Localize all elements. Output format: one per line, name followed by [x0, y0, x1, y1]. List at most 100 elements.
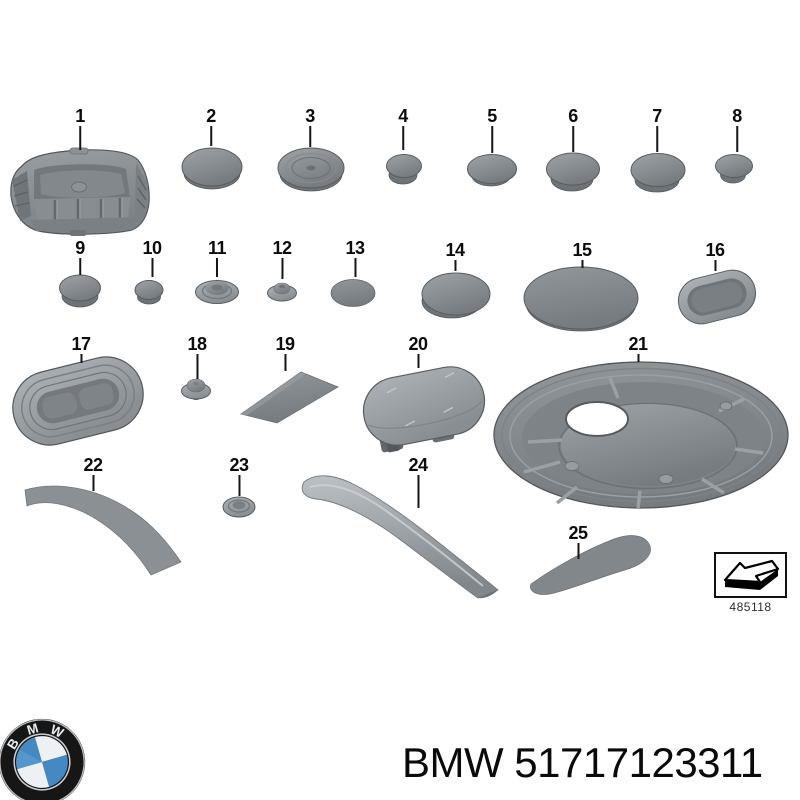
part-label-13: 13: [345, 238, 365, 258]
part-label-7: 7: [652, 106, 662, 126]
part-label-6: 6: [568, 106, 578, 126]
leader-line: [735, 126, 738, 152]
callout-24: 24: [408, 455, 428, 508]
part-label-25: 25: [568, 523, 588, 543]
part-4: [386, 154, 422, 185]
part-7: [630, 153, 686, 193]
callout-1: 1: [75, 106, 85, 150]
leader-line: [714, 260, 716, 271]
leader-line: [308, 126, 311, 147]
ref-code-text: 485118: [729, 600, 772, 614]
leader-line: [209, 126, 212, 146]
part-10: [134, 280, 164, 305]
part-14: [421, 272, 491, 319]
part-12: [267, 282, 297, 302]
callout-22: 22: [83, 455, 103, 491]
callout-4: 4: [398, 106, 408, 150]
callout-11: 11: [207, 238, 227, 277]
leader-line: [401, 126, 404, 150]
leader-line: [571, 126, 574, 152]
leader-line: [78, 258, 81, 275]
leader-line: [454, 260, 456, 271]
callout-5: 5: [487, 106, 497, 153]
callout-8: 8: [732, 106, 742, 152]
callout-10: 10: [142, 238, 162, 277]
part-label-19: 19: [275, 334, 295, 354]
part-label-12: 12: [272, 238, 292, 258]
part-9: [59, 274, 101, 308]
part-label-15: 15: [572, 240, 592, 260]
part-label-5: 5: [487, 106, 497, 126]
direction-arrow-icon: [723, 559, 779, 590]
callout-12: 12: [272, 238, 292, 279]
part-21: [493, 361, 789, 509]
part-label-22: 22: [83, 455, 103, 475]
leader-line: [284, 354, 286, 371]
part-label-2: 2: [206, 106, 216, 126]
leader-line: [577, 543, 579, 559]
part-1: [10, 147, 150, 236]
part-label-10: 10: [142, 238, 162, 258]
callout-17: 17: [71, 334, 91, 363]
leader-line: [417, 354, 419, 368]
logo-letter-m: M: [25, 720, 40, 737]
callout-16: 16: [705, 240, 725, 271]
part-label-20: 20: [408, 334, 428, 354]
part-24: [301, 475, 499, 599]
callout-25: 25: [568, 523, 588, 559]
bmw-logo: B M W: [0, 718, 86, 800]
part-18: [181, 378, 211, 400]
leader-line: [216, 258, 218, 277]
part-label-16: 16: [705, 240, 725, 260]
leader-line: [490, 126, 493, 153]
part-2: [181, 147, 243, 190]
callout-3: 3: [305, 106, 315, 147]
part-11: [195, 280, 239, 304]
part-25: [530, 535, 651, 595]
part-label-17: 17: [71, 334, 91, 354]
part-17: [12, 356, 144, 446]
leader-line: [196, 354, 198, 379]
part-3: [277, 147, 345, 192]
part-label-11: 11: [207, 238, 227, 258]
callout-21: 21: [628, 334, 648, 362]
callout-7: 7: [652, 106, 662, 152]
part-5: [467, 154, 517, 187]
part-label-18: 18: [187, 334, 207, 354]
callout-18: 18: [187, 334, 207, 379]
callout-23: 23: [229, 455, 249, 496]
part-label-4: 4: [398, 106, 408, 126]
part-label-3: 3: [305, 106, 315, 126]
leader-line: [581, 260, 583, 268]
callout-9: 9: [75, 238, 85, 275]
callout-2: 2: [206, 106, 216, 146]
part-6: [546, 152, 600, 192]
leader-line: [151, 258, 153, 277]
part-23: [222, 496, 256, 518]
part-19: [240, 371, 339, 424]
part-label-21: 21: [628, 334, 648, 354]
leader-line: [637, 354, 639, 362]
part-16: [677, 269, 757, 325]
leader-line: [417, 475, 419, 508]
callout-14: 14: [445, 240, 465, 271]
part-label-14: 14: [445, 240, 465, 260]
leader-line: [92, 475, 94, 491]
callout-6: 6: [568, 106, 578, 152]
part-label-24: 24: [408, 455, 428, 475]
part-20: [362, 366, 486, 453]
leader-line: [655, 126, 658, 152]
callout-15: 15: [572, 240, 592, 268]
part-label-23: 23: [229, 455, 249, 475]
callout-13: 13: [345, 238, 365, 277]
part-22: [24, 485, 182, 576]
callout-19: 19: [275, 334, 295, 371]
leader-line: [354, 258, 356, 277]
leader-line: [281, 258, 283, 279]
leader-line: [238, 475, 240, 496]
part-label-9: 9: [75, 238, 85, 258]
part-13: [330, 279, 376, 307]
part-8: [715, 154, 753, 184]
